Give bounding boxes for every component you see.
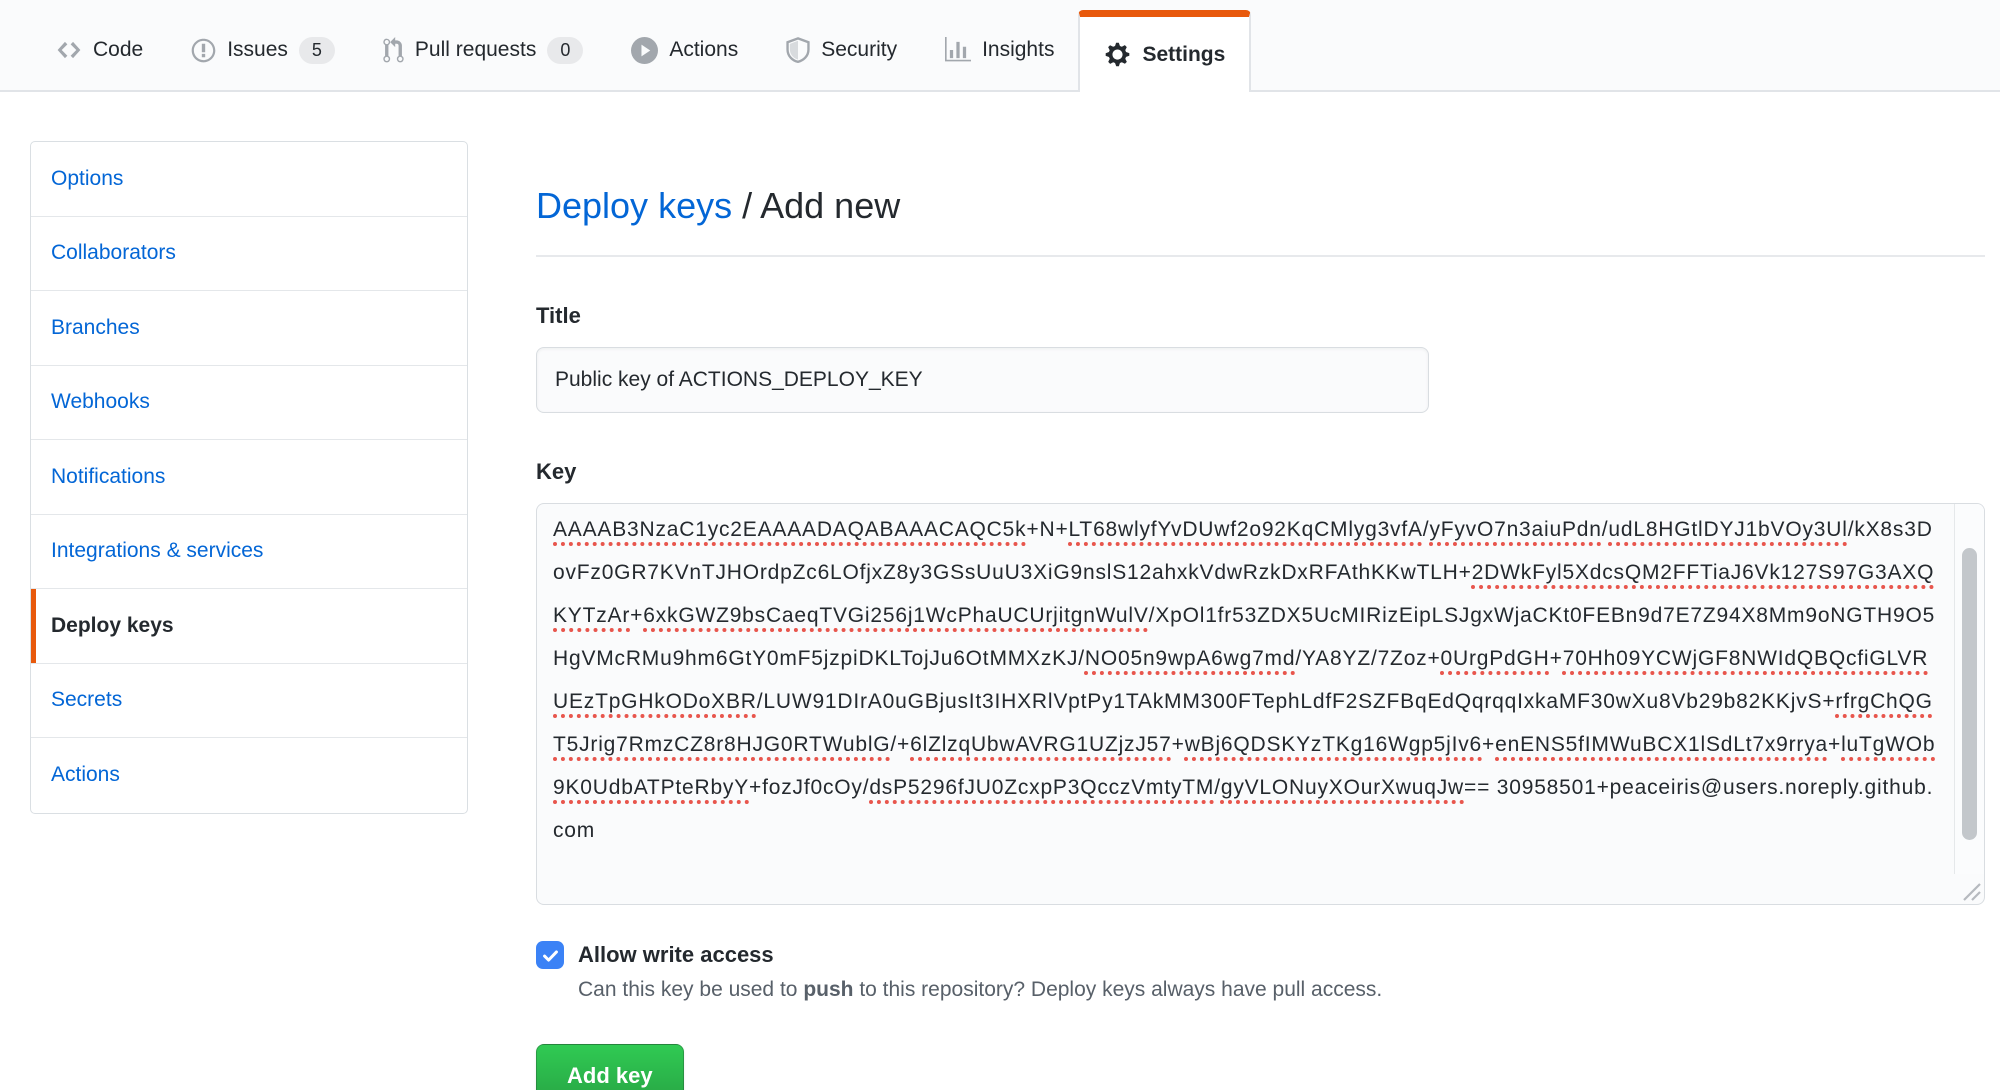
tab-insights[interactable]: Insights	[921, 10, 1078, 90]
tab-label: Security	[821, 38, 898, 61]
key-scrollbar-thumb[interactable]	[1962, 548, 1977, 840]
key-segment: /	[862, 776, 870, 799]
graph-icon	[945, 37, 972, 63]
key-segment-misspelled: wBj6QDSKYzTKg16Wgp5jIv6	[1184, 733, 1483, 756]
key-segment-misspelled: AAAAB3NzaC1yc2EAAAADAQABAAACAQC5k	[553, 518, 1027, 541]
sidebar-item-collaborators[interactable]: Collaborators	[31, 217, 467, 291]
key-segment: +	[1822, 690, 1836, 713]
breadcrumb-current: Add new	[760, 185, 901, 226]
heading-divider	[536, 255, 1985, 257]
checkmark-icon	[542, 949, 558, 962]
key-segment-misspelled: 70Hh09YCWjGF8NWIdQBQcfiGLVRUEzTpGHkODoXB…	[553, 647, 1929, 713]
tab-issues[interactable]: Issues 5	[167, 10, 359, 90]
tab-label: Insights	[982, 38, 1055, 61]
tab-label: Actions	[669, 38, 739, 61]
title-field-label: Title	[536, 303, 581, 328]
counter-badge: 0	[547, 36, 584, 64]
key-segment: /	[1601, 518, 1609, 541]
key-segment-misspelled: dsP5296fJU0ZcxpP3QcczVmtyTM	[869, 776, 1215, 799]
key-segment-misspelled: 2DWkFyl5XdcsQM2FFTiaJ6Vk127S97G3AXQKYTzA…	[553, 561, 1935, 627]
key-segment: /	[1148, 604, 1156, 627]
key-segment: +	[630, 604, 644, 627]
sidebar-item-branches[interactable]: Branches	[31, 291, 467, 366]
sidebar-item-deploy-keys[interactable]: Deploy keys	[31, 589, 467, 664]
key-segment: LUW91DIrA0uGBjusIt3IHXRlVptPy1TAkMM300FT…	[763, 690, 1823, 713]
key-segment-misspelled: 0UrgPdGH	[1440, 647, 1550, 670]
title-input[interactable]	[536, 347, 1429, 413]
tab-code[interactable]: Code	[32, 10, 167, 90]
key-segment-misspelled: enENS5fIMWuBCX1lSdLt7x9rrya	[1495, 733, 1828, 756]
key-field-label: Key	[536, 459, 577, 484]
repo-nav: Code Issues 5 Pull requests 0 Actions Security…	[0, 0, 2000, 92]
key-segment-misspelled: LT68wlyfYvDUwf2o92KqCMlyg3vfA	[1068, 518, 1423, 541]
page-title: Deploy keys / Add new	[536, 185, 1985, 227]
key-segment-misspelled: 6xkGWZ9bsCaeqTVGi256j1WcPhaUCUrjitgnWulV	[643, 604, 1149, 627]
tab-label: Settings	[1142, 42, 1226, 66]
allow-write-access-row: Allow write access	[536, 941, 1985, 969]
key-segment: +	[1549, 647, 1563, 670]
resize-handle-icon[interactable]	[1956, 876, 1982, 902]
allow-write-access-checkbox[interactable]	[536, 941, 564, 969]
code-icon	[56, 37, 82, 63]
sidebar-item-integrations-services[interactable]: Integrations & services	[31, 515, 467, 589]
key-segment-misspelled: gyVLONuyXOurXwuqJw	[1220, 776, 1464, 799]
issue-icon	[191, 37, 216, 64]
tab-actions[interactable]: Actions	[607, 10, 762, 90]
sidebar-item-notifications[interactable]: Notifications	[31, 440, 467, 515]
key-text: AAAAB3NzaC1yc2EAAAADAQABAAACAQC5k+N+LT68…	[553, 508, 1938, 900]
key-segment: kX8s3DovFz0GR7KVnTJHOrdpZc6LOfjxZ8y3GSsU…	[553, 518, 1933, 584]
sidebar-item-webhooks[interactable]: Webhooks	[31, 366, 467, 440]
key-segment: +	[1458, 561, 1472, 584]
key-segment: +N+	[1026, 518, 1069, 541]
key-segment: +	[1171, 733, 1185, 756]
breadcrumb-separator: /	[732, 185, 761, 226]
write-access-help-text: Can this key be used to push to this rep…	[578, 978, 1383, 1001]
sidebar-item-secrets[interactable]: Secrets	[31, 664, 467, 738]
key-segment: +	[1482, 733, 1496, 756]
key-segment: /	[1422, 518, 1430, 541]
key-segment: XpOl1fr53ZDX5UcMIRizEipLSJgxWjaCKt0FEBn9…	[553, 604, 1936, 670]
gear-icon	[1104, 41, 1131, 68]
key-segment: /YA8YZ/7Zoz+	[1295, 647, 1441, 670]
add-key-button[interactable]: Add key	[536, 1044, 684, 1090]
key-segment-misspelled: NO05n9wpA6wg7md	[1084, 647, 1296, 670]
key-segment: fozJf0cOy	[762, 776, 863, 799]
tab-label: Pull requests	[414, 38, 537, 61]
key-segment-misspelled: yFyvO7n3aiuPdn	[1429, 518, 1602, 541]
key-segment: /	[1847, 518, 1855, 541]
key-segment: +	[1827, 733, 1842, 756]
key-segment: == 30958501+peaceiris@users.noreply.gith…	[553, 776, 1934, 842]
tab-security[interactable]: Security	[762, 10, 921, 90]
key-segment: /+	[890, 733, 911, 756]
sidebar-item-actions[interactable]: Actions	[51, 763, 120, 787]
allow-write-access-label[interactable]: Allow write access	[578, 942, 774, 967]
key-segment-misspelled: rfrgChQGT5Jrig7RmzCZ8r8HJG0RTWublG	[553, 690, 1933, 756]
key-segment-misspelled: udL8HGtlDYJ1bVOy3Ul	[1608, 518, 1848, 541]
tab-label: Code	[93, 38, 144, 61]
sidebar-item-options[interactable]: Options	[31, 142, 467, 217]
key-segment-misspelled: 6lZlzqUbwAVRG1UZjzJ57	[910, 733, 1172, 756]
key-textarea[interactable]: AAAAB3NzaC1yc2EAAAADAQABAAACAQC5k+N+LT68…	[536, 503, 1985, 905]
tab-pull-requests[interactable]: Pull requests 0	[359, 10, 607, 90]
key-scrollbar-track[interactable]	[1954, 504, 1984, 874]
tab-settings[interactable]: Settings	[1078, 10, 1252, 92]
main-content: Deploy keys / Add new Title Key AAAAB3Nz…	[536, 141, 1985, 1090]
key-segment: /	[1214, 776, 1221, 799]
play-circle-icon	[631, 36, 659, 64]
pull-request-icon	[383, 36, 404, 64]
breadcrumb-deploy-keys-link[interactable]: Deploy keys	[536, 185, 733, 226]
tab-label: Issues	[227, 38, 288, 61]
counter-badge: 5	[298, 36, 335, 64]
key-segment-misspelled: luTgWOb9K0UdbATPteRbyY	[553, 733, 1936, 799]
key-segment: /	[1078, 647, 1085, 670]
shield-icon	[786, 36, 810, 64]
key-segment: /	[756, 690, 764, 713]
key-segment: +	[749, 776, 763, 799]
